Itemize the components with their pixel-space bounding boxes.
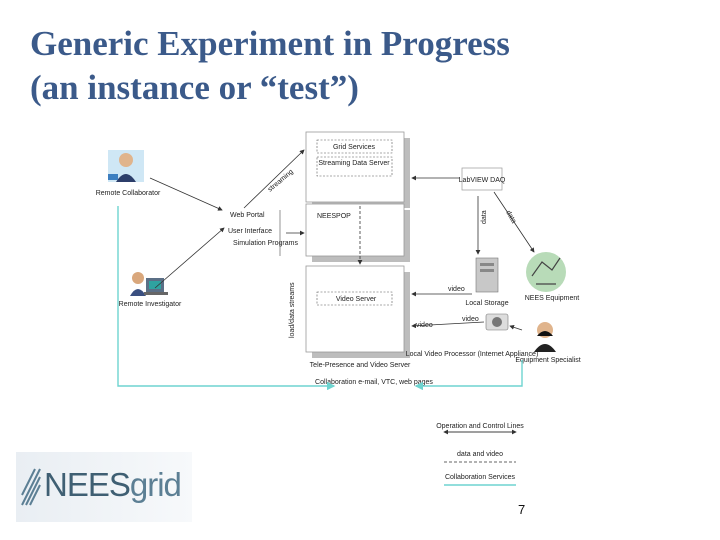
video-server-box: Video Server	[305, 265, 410, 358]
grid-services-label: Grid Services	[333, 144, 376, 151]
edge-label-video-2: video	[416, 322, 433, 329]
nees-equipment-label: NEES Equipment	[525, 295, 580, 302]
legend-operation-label: Operation and Control Lines	[436, 423, 524, 430]
camera-icon	[485, 313, 509, 331]
collab-loop-line	[117, 206, 336, 391]
collab-to-portal-line	[149, 177, 223, 211]
local-storage-label: Local Storage	[465, 300, 508, 307]
remote-investigator-label: Remote Investigator	[119, 301, 182, 308]
labview-daq-icon	[461, 167, 503, 191]
specialist-collab-line	[414, 360, 523, 391]
remote-collaborator-label: Remote Collaborator	[96, 190, 161, 197]
neespop-box: NEESPOP	[305, 203, 410, 262]
collaboration-label: Collaboration e-mail, VTC, web pages	[315, 379, 433, 386]
portal-to-grid-line	[243, 149, 305, 209]
neespop-label: NEESPOP	[317, 213, 351, 220]
collaboration-node: Collaboration e-mail, VTC, web pages	[315, 379, 433, 386]
neesgrid-logo: NEESgrid	[16, 452, 192, 522]
server-tower-icon	[475, 257, 499, 293]
grid-logo-icon	[21, 468, 41, 506]
streaming-data-server-label: Streaming Data Server	[318, 160, 390, 167]
edge-label-load-data: load/data streams	[289, 282, 296, 338]
edge-label-data-2: data	[504, 210, 517, 225]
remote-collaborator-icon	[108, 150, 144, 182]
web-portal-label: Web Portal	[230, 212, 265, 219]
legend-data-video-label: data and video	[457, 451, 503, 458]
user-interface-label: User Interface	[228, 228, 272, 235]
daq-to-equipment-line	[493, 191, 535, 253]
page-number: 7	[518, 502, 526, 517]
edge-label-video-3: video	[462, 316, 479, 323]
labview-daq-label: LabVIEW DAQ	[459, 177, 506, 184]
title-line-1: Generic Experiment in Progress	[30, 24, 510, 63]
legend-collaboration-label: Collaboration Services	[445, 474, 516, 481]
legend: Operation and Control Lines data and vid…	[436, 423, 524, 486]
web-portal-group: Web Portal User Interface Simulation Pro…	[228, 210, 298, 256]
edge-label-data: data	[481, 210, 488, 224]
equipment-specialist-icon	[534, 322, 556, 352]
remote-investigator-icon	[130, 272, 168, 296]
collaboration-lines	[117, 206, 523, 391]
shake-table-icon	[526, 252, 566, 292]
local-video-processor-label: Local Video Processor (Internet Applianc…	[406, 351, 539, 358]
logo-wordmark: NEESgrid	[44, 466, 182, 503]
title-line-2: (an instance or “test”)	[30, 68, 359, 107]
investigator-to-portal-line	[154, 227, 225, 289]
simulation-programs-label: Simulation Programs	[233, 240, 298, 247]
equipment-specialist-label: Equipment Specialist	[515, 357, 580, 364]
connector-lines	[149, 149, 535, 331]
edge-label-video: video	[448, 286, 465, 293]
page-title: Generic Experiment in Progress (an insta…	[30, 22, 510, 110]
specialist-to-camera-line	[509, 324, 523, 331]
tele-presence-label: Tele-Presence and Video Server	[310, 362, 411, 369]
camera-to-video-line	[411, 321, 485, 329]
video-server-label: Video Server	[336, 296, 377, 303]
grid-services-box: Grid Services Streaming Data Server	[305, 131, 410, 208]
